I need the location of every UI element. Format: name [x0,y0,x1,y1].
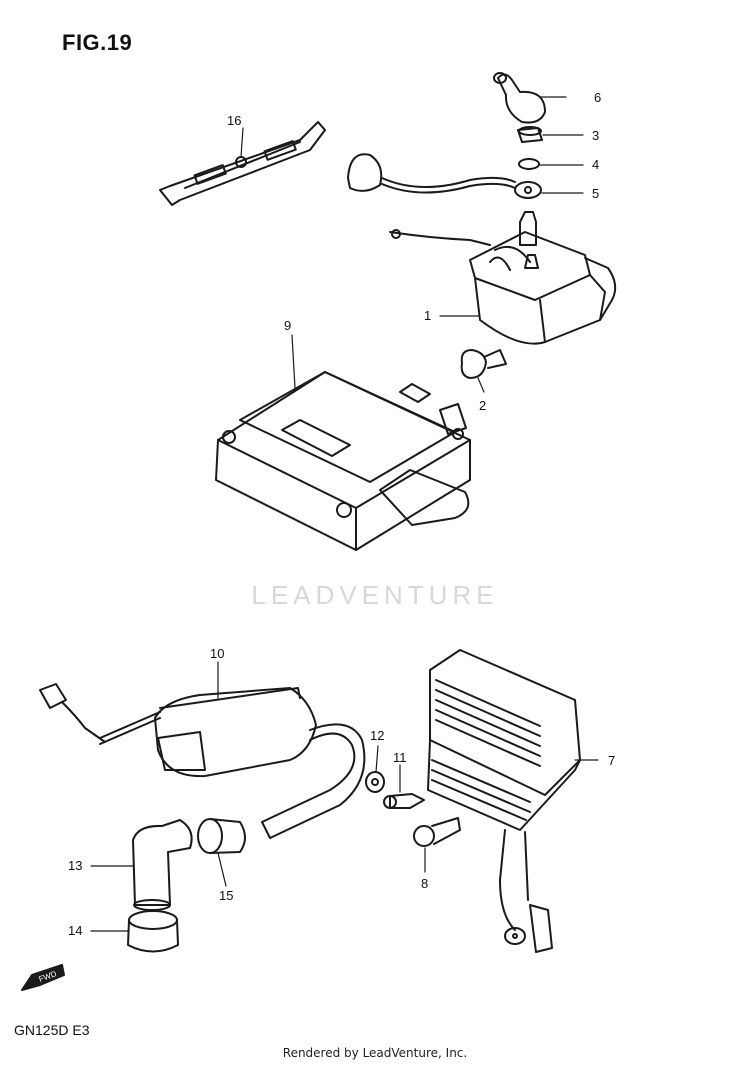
part-5-cable [347,153,542,199]
callout-9: 9 [284,318,291,333]
part-14-cover [127,910,179,953]
model-code: GN125D E3 [14,1022,90,1038]
part-4-washer [518,158,540,170]
callout-10: 10 [210,646,224,661]
part-1-starter-relay [389,211,617,345]
part-12-washer [365,771,385,793]
callout-15: 15 [219,888,233,903]
callout-1: 1 [424,308,431,323]
callout-6: 6 [594,90,601,105]
part-15-seal [197,818,246,854]
callout-7: 7 [608,753,615,768]
part-10-ignition-coil [39,683,317,778]
callout-12: 12 [370,728,384,743]
footer-credit: Rendered by LeadVenture, Inc. [282,1046,468,1060]
part-2-screw [460,349,507,379]
part-3-nut [517,126,543,143]
figure-title: FIG.19 [62,30,133,55]
part-13-plug-cap [132,819,193,911]
watermark-text: LEADVENTURE [251,580,499,610]
callout-16: 16 [227,113,241,128]
ht-lead [261,723,366,839]
part-11-bolt [383,793,425,809]
callout-5: 5 [592,186,599,201]
leader-lines [90,96,599,932]
fwd-arrow-icon [21,964,65,991]
callout-4: 4 [592,157,599,172]
part-8-bolt [413,817,461,847]
part-6-boot-cap [493,72,546,124]
part-7-regulator-rectifier [427,649,581,953]
part-9-cdi-unit [215,371,471,551]
callout-13: 13 [68,858,82,873]
callout-8: 8 [421,876,428,891]
callout-labels: 1 2 3 4 5 6 7 8 9 10 11 12 13 14 15 16 [68,90,615,938]
callout-14: 14 [68,923,82,938]
callout-11: 11 [393,750,407,765]
part-16-bracket [159,121,326,206]
callout-2: 2 [479,398,486,413]
callout-3: 3 [592,128,599,143]
